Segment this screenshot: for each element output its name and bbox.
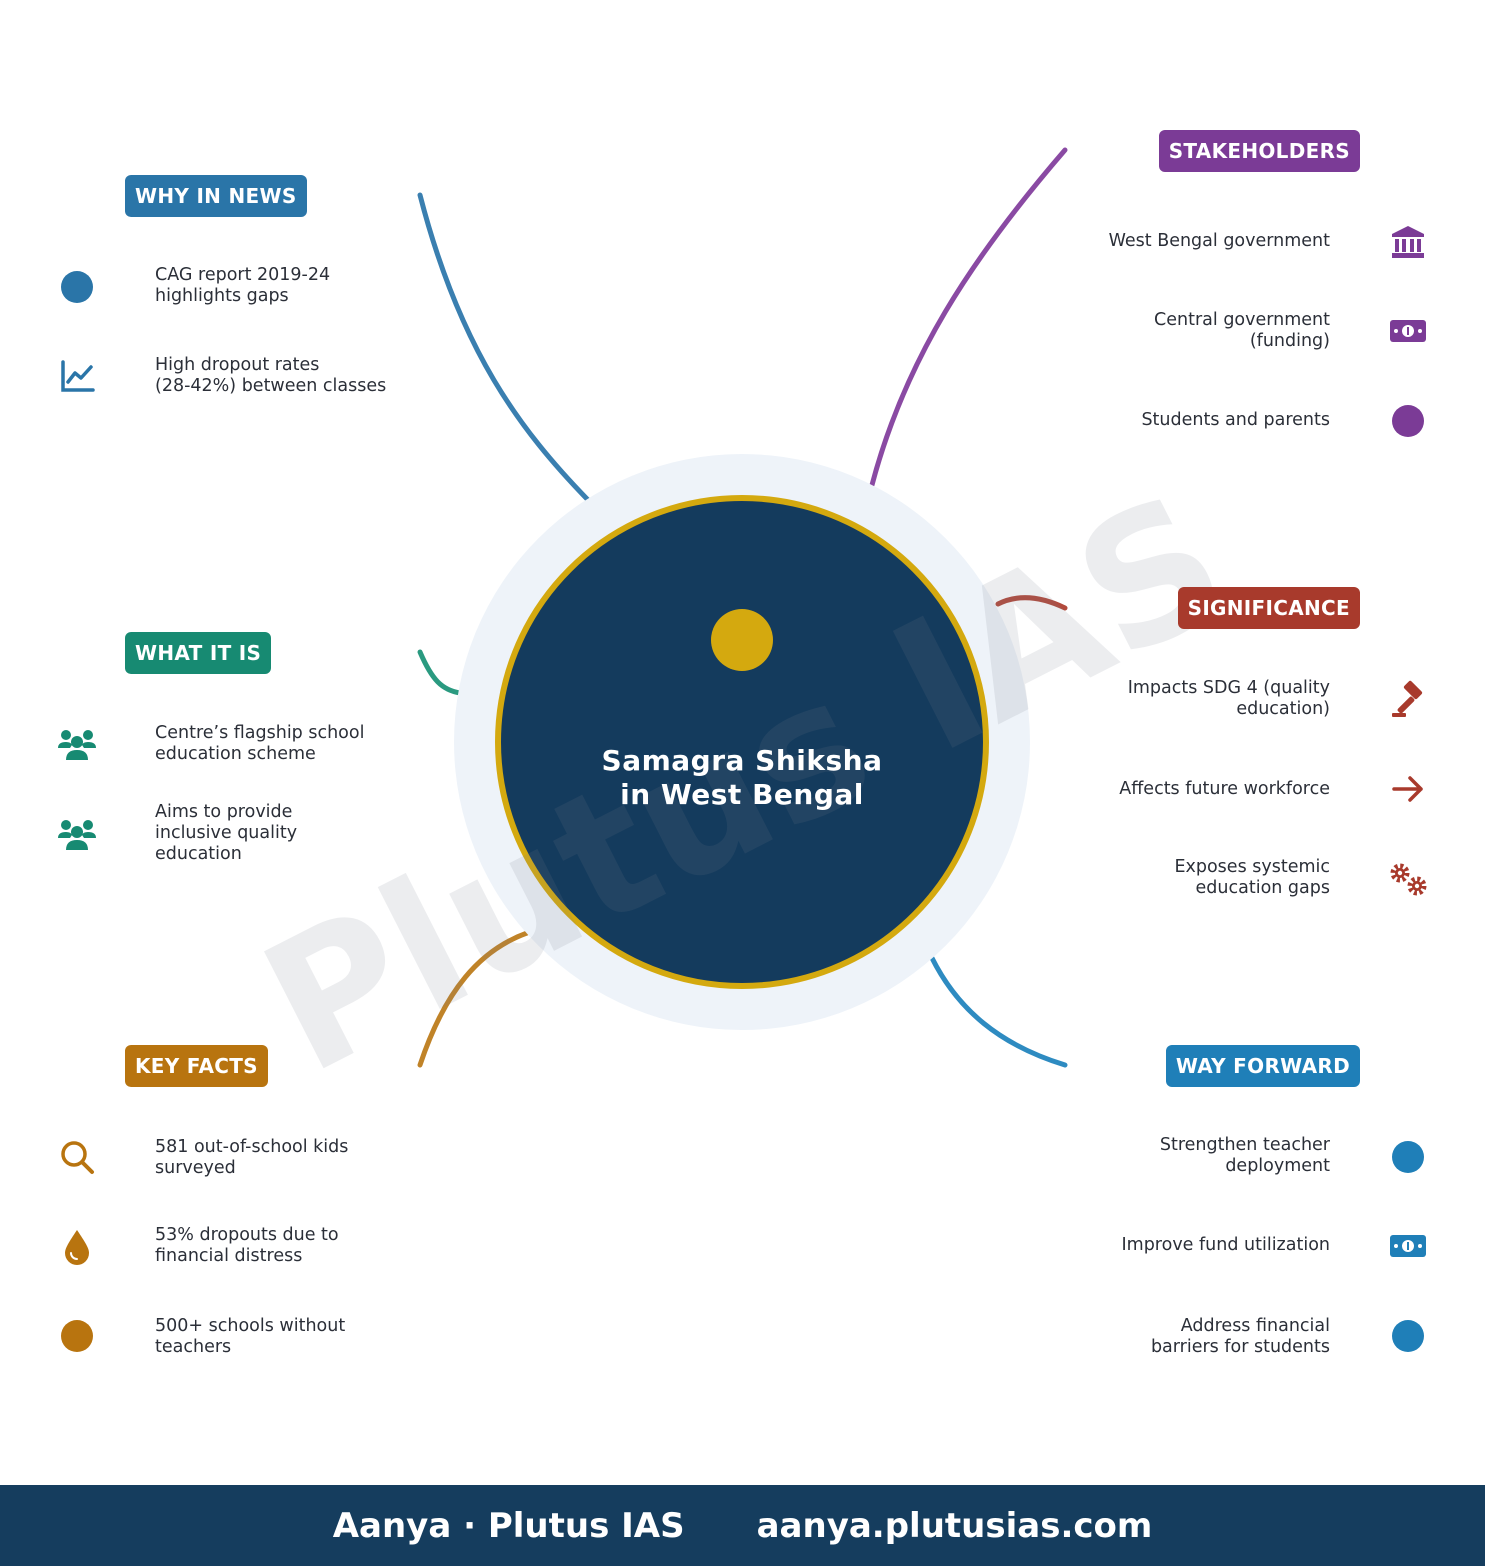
money-bill-icon <box>1390 1235 1426 1257</box>
stakeholders-item-1: West Bengal government <box>1108 231 1330 251</box>
why-in-news-item-1: CAG report 2019-24 highlights gaps <box>155 265 331 306</box>
gavel-icon <box>1392 680 1423 717</box>
money-bill-icon <box>1390 320 1426 342</box>
way-forward-item-3: Address financial barriers for students <box>1150 1316 1330 1357</box>
arrow-right-icon <box>1392 776 1423 802</box>
center-dot-icon <box>711 609 773 671</box>
significance-item-2: Affects future workforce <box>1119 779 1330 799</box>
significance-item-3: Exposes systemic education gaps <box>1174 857 1330 898</box>
what-it-is-item-2: Aims to provide inclusive quality educat… <box>155 802 298 864</box>
key-facts-item-2: 53% dropouts due to financial distress <box>155 1225 339 1266</box>
way-forward-item-1: Strengthen teacher deployment <box>1159 1135 1330 1176</box>
badge-stakeholders: STAKEHOLDERS <box>1158 130 1360 172</box>
way-forward-item-2: Improve fund utilization <box>1121 1235 1330 1255</box>
magnifying-glass-icon <box>61 1141 94 1174</box>
key-facts-item-1: 581 out-of-school kids surveyed <box>155 1137 349 1178</box>
badge-significance: SIGNIFICANCE <box>1177 587 1360 629</box>
stakeholders-item-3: Students and parents <box>1141 410 1330 430</box>
gears-icon <box>1390 863 1427 896</box>
what-it-is-item-1: Centre’s flagship school education schem… <box>155 723 365 764</box>
users-icon <box>58 730 96 760</box>
center-node <box>495 495 989 989</box>
stakeholders-item-2: Central government (funding) <box>1154 310 1330 351</box>
connector-significance <box>995 595 1068 611</box>
key-facts-item-3: 500+ schools without teachers <box>155 1316 346 1357</box>
circle-icon <box>61 271 93 303</box>
connector-why-in-news <box>417 192 591 503</box>
circle-icon <box>1392 1320 1424 1352</box>
building-columns-icon <box>1392 226 1424 258</box>
users-icon <box>58 820 96 850</box>
footer-brand: Aanya · Plutus IAS <box>332 1505 685 1546</box>
badge-way-forward: WAY FORWARD <box>1165 1045 1360 1087</box>
chart-line-icon <box>61 360 95 392</box>
significance-item-1: Impacts SDG 4 (quality education) <box>1127 678 1330 719</box>
center-title: Samagra Shiksha in West Bengal <box>601 744 883 811</box>
footer-url[interactable]: aanya.plutusias.com <box>756 1505 1153 1546</box>
connector-what-it-is <box>417 649 463 696</box>
connector-stakeholders <box>869 147 1068 488</box>
badge-why-in-news: WHY IN NEWS <box>125 175 307 217</box>
why-in-news-item-2: High dropout rates (28-42%) between clas… <box>155 355 387 396</box>
circle-icon <box>1392 1141 1424 1173</box>
footer-bar: Aanya · Plutus IAS aanya.plutusias.com <box>0 1485 1485 1566</box>
circle-icon <box>1392 405 1424 437</box>
connector-key-facts <box>417 930 530 1068</box>
badge-what-it-is: WHAT IT IS <box>125 632 272 674</box>
connector-way-forward <box>929 955 1068 1068</box>
badge-key-facts: KEY FACTS <box>125 1045 268 1087</box>
circle-icon <box>61 1320 93 1352</box>
droplet-icon <box>65 1230 89 1265</box>
